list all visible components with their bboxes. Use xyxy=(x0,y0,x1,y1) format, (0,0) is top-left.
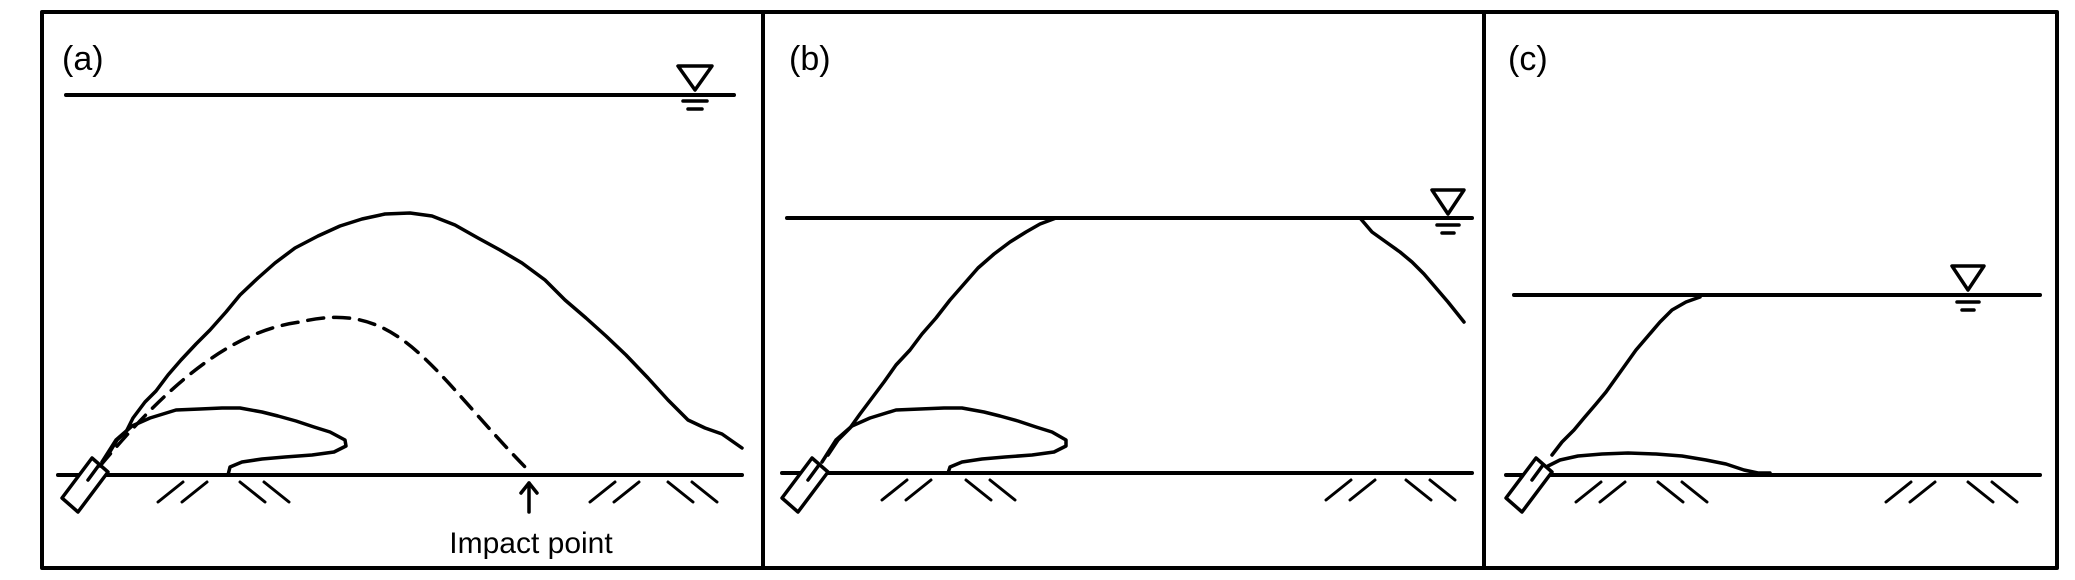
jet-inner-lobe xyxy=(100,406,348,477)
water-surface-icon xyxy=(1950,264,1986,312)
seabed-hatch-icon xyxy=(1574,480,2019,504)
panel-b: (b) xyxy=(761,10,1486,570)
jet-outer-boundary xyxy=(1550,295,1702,457)
seabed-hatch-icon xyxy=(880,478,1457,502)
jet-surface-return xyxy=(1358,216,1466,324)
panel-label: (a) xyxy=(62,40,104,78)
nozzle-icon xyxy=(1504,456,1554,514)
seabed-hatch-icon xyxy=(156,480,719,504)
panel-label: (c) xyxy=(1508,40,1548,78)
panel-frame xyxy=(761,10,1486,570)
jet-inner-lobe xyxy=(1546,451,1772,475)
water-surface-icon xyxy=(676,64,714,111)
nozzle-icon xyxy=(780,456,830,514)
jet-inner-lobe xyxy=(820,406,1068,475)
up-arrow-icon xyxy=(519,481,539,514)
impact-point-label: Impact point xyxy=(449,527,613,560)
panel-label: (b) xyxy=(789,40,831,78)
water-surface-icon xyxy=(1430,188,1466,235)
panel-frame xyxy=(1482,10,2059,570)
nozzle-icon xyxy=(60,456,110,514)
jet-outer-boundary xyxy=(106,211,744,457)
panel-a: (a) Impact p xyxy=(40,10,765,570)
jet-trajectory-dashed xyxy=(98,315,530,472)
panel-c: (c) xyxy=(1482,10,2059,570)
jet-outer-boundary xyxy=(826,216,1058,457)
